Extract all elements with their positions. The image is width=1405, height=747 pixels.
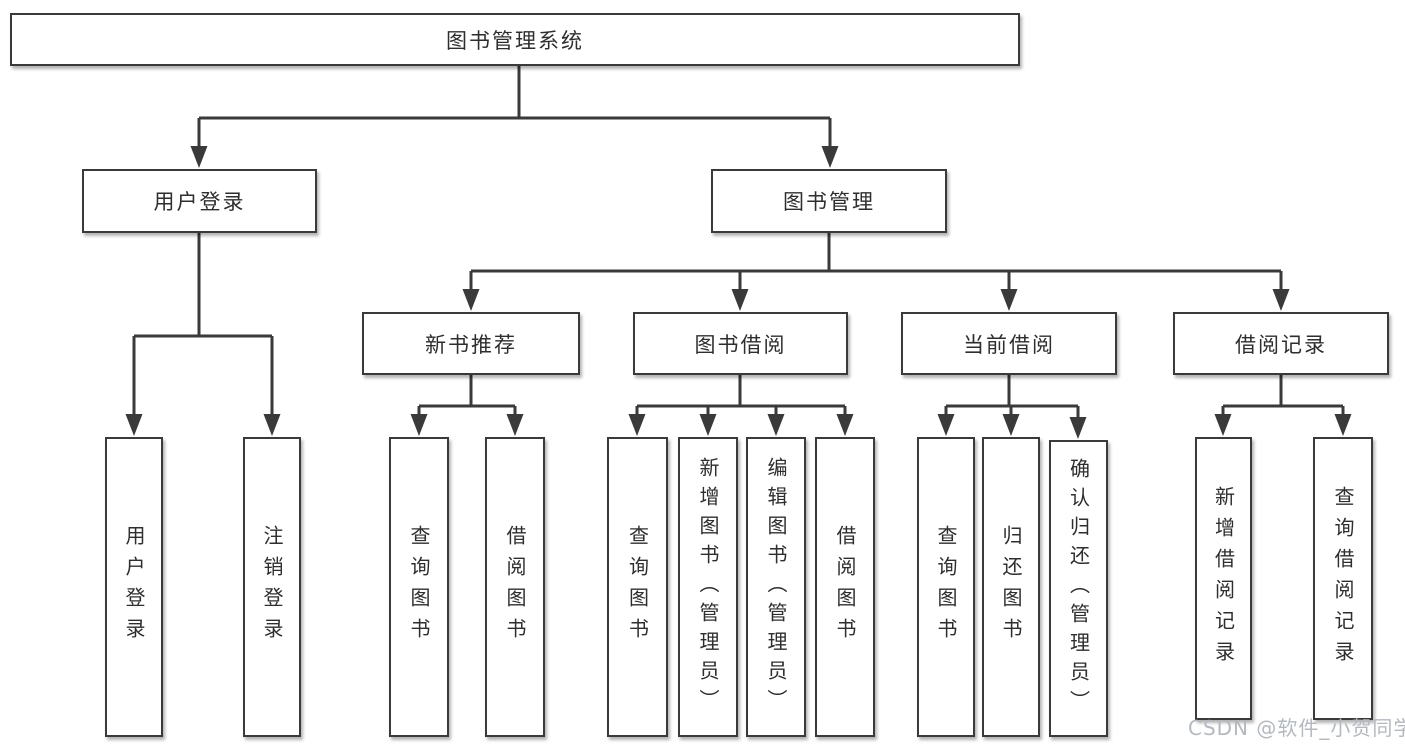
node-leaf-edit-book-admin-label: 编辑图书（管理员） xyxy=(764,456,788,718)
node-leaf-query-books-current-label: 查询图书 xyxy=(934,525,958,649)
node-group-new-book-recommend-label: 新书推荐 xyxy=(425,332,517,357)
node-user-login-branch: 用户登录 xyxy=(82,169,317,233)
node-leaf-add-book-admin: 新增图书（管理员） xyxy=(678,437,738,737)
node-leaf-query-books-recommend-label: 查询图书 xyxy=(407,525,431,649)
node-leaf-query-borrow-record-label: 查询借阅记录 xyxy=(1331,485,1355,672)
node-leaf-query-books-borrow: 查询图书 xyxy=(607,437,668,737)
node-leaf-add-borrow-record-label: 新增借阅记录 xyxy=(1211,485,1236,672)
node-leaf-query-books-recommend: 查询图书 xyxy=(389,437,449,737)
node-leaf-return-book-label: 归还图书 xyxy=(999,525,1023,649)
node-leaf-logout-label: 注销登录 xyxy=(260,525,284,649)
node-user-login-branch-label: 用户登录 xyxy=(153,190,246,214)
node-root-label: 图书管理系统 xyxy=(446,28,584,53)
node-root-system: 图书管理系统 xyxy=(10,13,1020,66)
node-leaf-add-book-admin-label: 新增图书（管理员） xyxy=(696,456,720,718)
node-group-current-borrow-label: 当前借阅 xyxy=(963,332,1055,357)
node-leaf-confirm-return-admin: 确认归还（管理员） xyxy=(1049,440,1108,737)
node-leaf-logout: 注销登录 xyxy=(243,437,301,737)
node-book-management-branch-label: 图书管理 xyxy=(783,190,875,214)
node-leaf-user-login-label: 用户登录 xyxy=(122,525,146,649)
node-group-borrow-record: 借阅记录 xyxy=(1173,312,1389,375)
node-group-borrow-record-label: 借阅记录 xyxy=(1235,332,1327,357)
node-leaf-borrow-books-recommend: 借阅图书 xyxy=(485,437,545,737)
node-leaf-borrow-books-label: 借阅图书 xyxy=(833,525,857,649)
arrowheads xyxy=(125,146,1352,439)
node-group-new-book-recommend: 新书推荐 xyxy=(362,312,580,375)
node-leaf-add-borrow-record: 新增借阅记录 xyxy=(1195,437,1252,720)
node-leaf-confirm-return-admin-label: 确认归还（管理员） xyxy=(1066,458,1091,719)
node-leaf-query-books-borrow-label: 查询图书 xyxy=(625,525,650,649)
node-leaf-query-books-current: 查询图书 xyxy=(917,437,975,737)
node-group-book-borrow-label: 图书借阅 xyxy=(694,332,787,357)
node-leaf-query-borrow-record: 查询借阅记录 xyxy=(1313,437,1373,720)
connector-paths xyxy=(132,66,1345,419)
node-book-management-branch: 图书管理 xyxy=(711,169,947,233)
node-leaf-edit-book-admin: 编辑图书（管理员） xyxy=(746,437,806,737)
node-leaf-borrow-books-recommend-label: 借阅图书 xyxy=(503,525,527,649)
node-group-current-borrow: 当前借阅 xyxy=(901,312,1117,375)
node-leaf-return-book: 归还图书 xyxy=(982,437,1040,737)
node-leaf-user-login: 用户登录 xyxy=(105,437,163,737)
csdn-watermark: CSDN @软件_小贺同学 xyxy=(1188,716,1405,740)
node-leaf-borrow-books: 借阅图书 xyxy=(815,437,875,737)
node-group-book-borrow: 图书借阅 xyxy=(633,312,848,375)
